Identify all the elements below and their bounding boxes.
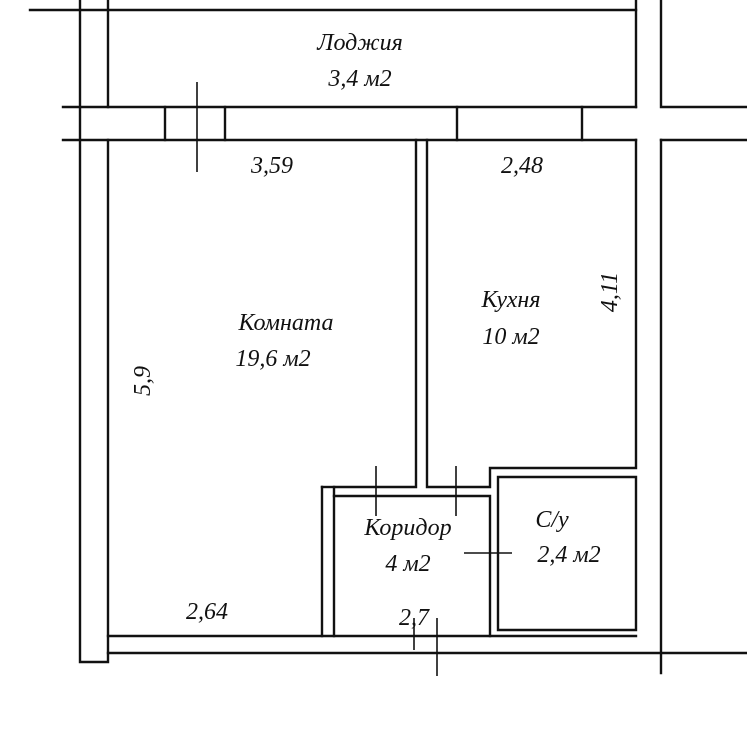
interior-walls: [320, 138, 638, 638]
dimension-labels: 3,59 2,48 4,11 5,9 2,64 2,7: [130, 153, 623, 631]
corridor-name: Коридор: [363, 515, 451, 541]
dim-corridor-bottom: 2,7: [399, 605, 430, 631]
dim-room-bottom: 2,64: [186, 599, 228, 625]
room-name: Комната: [238, 310, 334, 336]
outer-walls: [28, 0, 747, 675]
dimension-ticks: [196, 82, 512, 676]
room-area: 19,6 м2: [235, 346, 310, 372]
bathroom-name: С/у: [535, 507, 569, 533]
room-labels: Лоджия 3,4 м2 Комната 19,6 м2 Кухня 10 м…: [235, 30, 600, 577]
bathroom-area: 2,4 м2: [537, 542, 600, 568]
dim-room-depth: 5,9: [130, 366, 156, 396]
dim-kitchen-depth: 4,11: [597, 272, 623, 312]
loggia-area: 3,4 м2: [327, 66, 391, 92]
dim-room-width: 3,59: [250, 153, 293, 179]
kitchen-area: 10 м2: [482, 324, 539, 350]
kitchen-name: Кухня: [481, 287, 541, 313]
corridor-area: 4 м2: [385, 551, 430, 577]
loggia-name: Лоджия: [316, 30, 403, 56]
dim-kitchen-width: 2,48: [501, 153, 543, 179]
